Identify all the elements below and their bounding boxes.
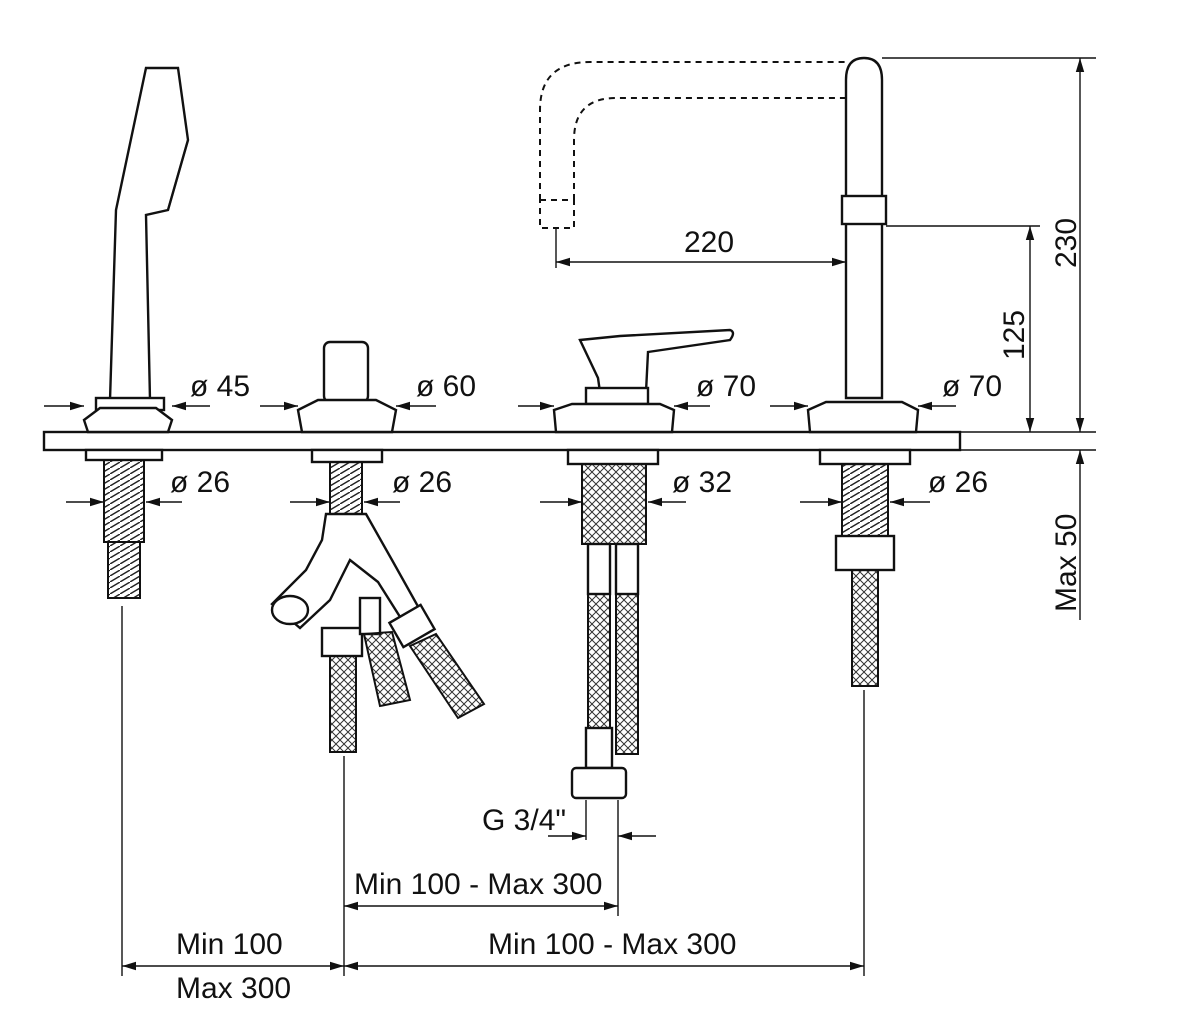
label-thread: G 3/4": [482, 804, 566, 837]
label-d70-mixer: ø 70: [696, 370, 756, 403]
spout: [539, 56, 920, 687]
label-d26-spout: ø 26: [928, 466, 988, 499]
label-spacing-right: Min 100 - Max 300: [488, 928, 736, 961]
label-spout-reach: 220: [684, 226, 734, 259]
label-d70-spout: ø 70: [942, 370, 1002, 403]
label-max-deck: Max 50: [1050, 514, 1083, 612]
label-height-total: 230: [1050, 218, 1083, 268]
label-d32: ø 32: [672, 466, 732, 499]
label-d26-diverter: ø 26: [392, 466, 452, 499]
label-d45: ø 45: [190, 370, 250, 403]
diverter: [270, 340, 486, 753]
label-d60: ø 60: [416, 370, 476, 403]
hand-shower: [82, 66, 190, 599]
label-height-spout: 125: [998, 310, 1031, 360]
mixer: [552, 328, 735, 800]
label-spacing-left-max: Max 300: [176, 972, 291, 1005]
deck-plate: [42, 430, 962, 452]
label-spacing-left-min: Min 100: [176, 928, 283, 961]
label-spacing-mid: Min 100 - Max 300: [354, 868, 602, 901]
label-d26-shower: ø 26: [170, 466, 230, 499]
dimension-lines: [44, 57, 1096, 976]
